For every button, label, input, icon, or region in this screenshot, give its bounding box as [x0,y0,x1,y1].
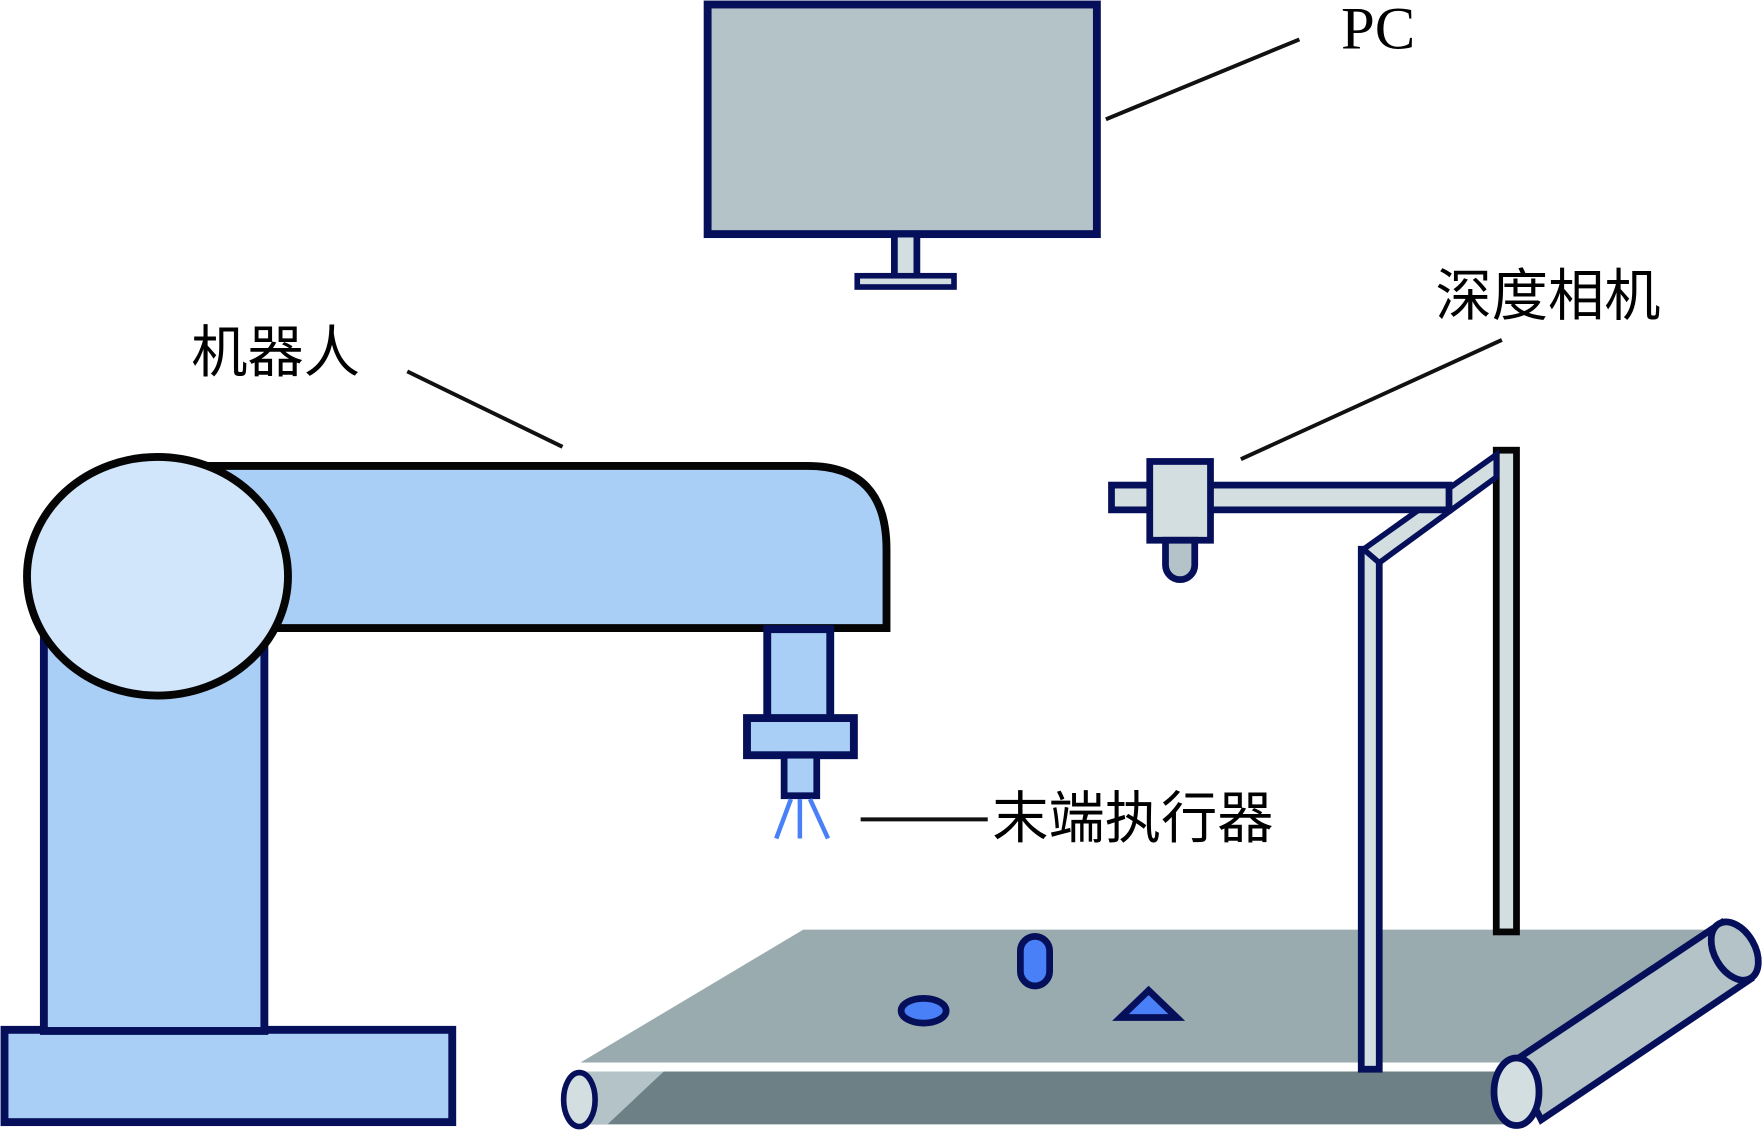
depth-camera [1146,458,1214,583]
stand-front-post [1357,545,1383,1073]
robot-leader-line [406,369,564,449]
belt-front-side [573,1071,1519,1125]
pc-label: PC [1341,0,1415,62]
depth-camera-leader-line [1240,338,1503,461]
belt-right-roller-far-end [1707,918,1762,984]
camera-body [1146,458,1214,544]
end-effector-jets [774,798,831,840]
robot [0,453,891,1127]
monitor-screen [703,0,1101,239]
pc-leader-line [1105,37,1301,122]
robot-arm [153,462,891,632]
object-cylinder [1017,933,1053,990]
object-disc [897,994,950,1027]
conveyor-belt [560,918,1762,1130]
belt-left-roller-body [580,1071,664,1125]
camera-lens [1162,536,1199,583]
belt-right-roller-end [1490,1054,1543,1129]
object-triangle [1112,985,1186,1021]
robot-flange [743,714,858,760]
monitor-neck [891,230,921,281]
robot-wrist [763,625,835,724]
monitor-base [854,272,957,290]
stand-rear-post [1492,446,1520,936]
end-effector-label: 末端执行器 [992,786,1273,851]
belt-left-roller-end [560,1069,598,1130]
depth-camera-label: 深度相机 [1436,264,1661,329]
robot-base [0,1025,457,1127]
robot-label: 机器人 [191,320,360,385]
belt-top-surface [580,929,1742,1063]
pc-monitor [703,0,1101,290]
end-effector-body [780,751,821,800]
robot-shoulder-joint [23,453,292,700]
